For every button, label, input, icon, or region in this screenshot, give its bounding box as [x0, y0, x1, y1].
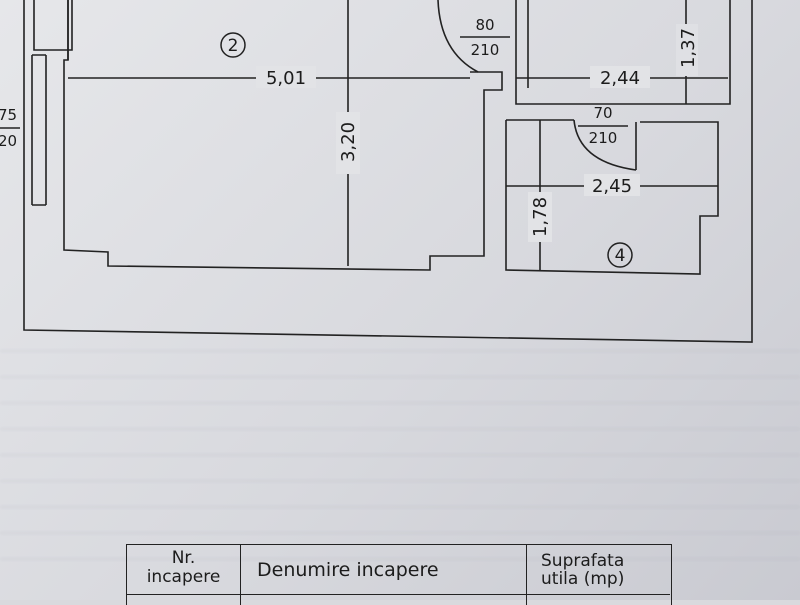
- room-4-number: 4: [615, 246, 626, 266]
- window-frame-top-left: [33, 0, 73, 51]
- dim-room2-height: 3,20: [338, 122, 359, 162]
- door-top-width: 80: [475, 16, 494, 34]
- dim-label-bg-room4-width: [584, 174, 640, 196]
- dim-label-bg-hall-height: [676, 24, 698, 76]
- door-bath-arc: [573, 119, 637, 171]
- dim-room4-height: 1,78: [530, 197, 551, 237]
- bleed-through-text-background: [0, 330, 800, 560]
- dim-label-bg-room2-height: [336, 112, 360, 174]
- room-4-outline: [505, 120, 719, 275]
- hallway-outline: [515, 0, 731, 105]
- header-cell-room-name: Denumire incapere: [241, 545, 527, 605]
- room-2-number: 2: [228, 36, 239, 56]
- dim-label-bg-room4-height: [528, 192, 552, 242]
- header-room-number-line1: Nr.: [171, 548, 196, 568]
- dim-room2-width: 5,01: [266, 68, 306, 89]
- dim-hall-height: 1,37: [678, 28, 699, 68]
- dim-label-bg-room2-width: [256, 66, 316, 88]
- dim-label-bg-hall-width: [590, 66, 650, 88]
- dim-room4-width: 2,45: [592, 176, 632, 197]
- header-cell-room-number: Nr. incapere: [127, 545, 241, 605]
- door-bath-width: 70: [593, 104, 612, 122]
- header-usable-area-line2: utila (mp): [541, 569, 625, 589]
- room-2-badge-circle: [220, 32, 246, 58]
- outer-wall-outline: [23, 0, 753, 343]
- header-cell-usable-area: Suprafata utila (mp): [527, 545, 671, 605]
- rooms-table-header: Nr. incapere Denumire incapere Suprafata…: [126, 544, 672, 605]
- header-room-number-line2: incapere: [146, 567, 221, 587]
- left-edge-top-value: 75: [0, 106, 17, 124]
- door-bath-height: 210: [589, 129, 618, 147]
- room-2-outline: [63, 0, 503, 271]
- header-usable-area-line1: Suprafata: [541, 551, 625, 571]
- header-room-name-text: Denumire incapere: [257, 559, 439, 581]
- door-top-arc: [437, 0, 479, 73]
- table-row-separator: [126, 594, 670, 595]
- left-edge-bottom-value: 20: [0, 132, 17, 150]
- room-4-badge-circle: [607, 242, 633, 268]
- door-top-height: 210: [471, 41, 500, 59]
- window-frame-left: [31, 54, 47, 206]
- dim-hall-width: 2,44: [600, 68, 640, 89]
